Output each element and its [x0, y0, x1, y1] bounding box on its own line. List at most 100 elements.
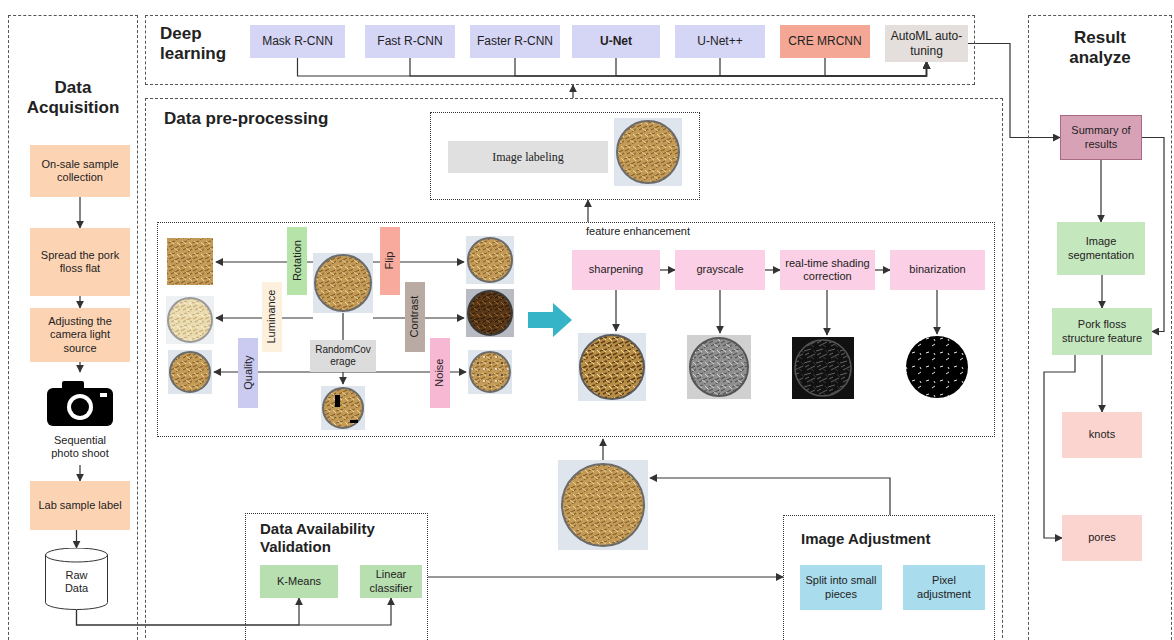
box-label: Mask R-CNN [262, 34, 333, 48]
pork-floss-photo [795, 340, 851, 396]
connector [77, 598, 392, 625]
box-label: Rotation [290, 241, 303, 282]
pork-floss-photo [335, 395, 340, 407]
augmentation-tag: RandomCoverage [310, 340, 376, 372]
cylinder-outline [46, 548, 108, 610]
heading-text: Data Acquisition [9, 78, 137, 119]
box-label: binarization [909, 263, 965, 276]
heading-text: Result analyze [1055, 28, 1145, 69]
process-box: Lab sample label [30, 481, 130, 530]
adjustment-group: Image AdjustmentSplit into small pieces P… [783, 515, 995, 640]
heading-text: Deep learning [160, 24, 240, 65]
box-label: Split into small pieces [804, 574, 878, 600]
stage-panel: Data pre-processingImage labelingfeature… [145, 98, 1003, 640]
connector [587, 200, 588, 222]
pork-floss-photo [466, 236, 514, 284]
result-box: Summary of results [1060, 115, 1142, 160]
flow-arrow [936, 290, 937, 334]
box-label: Summary of results [1065, 124, 1137, 150]
pork-floss-photo [614, 118, 682, 186]
heading-text: Image Adjustment [801, 530, 986, 548]
model-box: Faster R-CNN [470, 25, 560, 58]
box-label: Fast R-CNN [377, 34, 442, 48]
flow-arrow [650, 478, 890, 515]
model-box: U-Net++ [675, 25, 765, 58]
box-label: Quality [241, 356, 254, 390]
augmentation-group: feature enhancementRotation FlipLuminance… [157, 222, 995, 437]
heading-text: Data Availability Validation [260, 520, 415, 556]
result-box: knots [1062, 412, 1142, 458]
connector [1101, 355, 1102, 412]
result-box: pores [1062, 515, 1142, 561]
connector [79, 197, 80, 228]
box-label: Linear classifier [364, 568, 418, 594]
pork-floss-photo [323, 388, 363, 428]
connector [616, 58, 927, 76]
pork-floss-photo [470, 352, 510, 392]
pork-floss-photo [578, 333, 646, 401]
camera-step: Sequential photo shoot [30, 372, 130, 465]
augmentation-tag: Contrast [405, 282, 425, 352]
box-label: On-sale sample collection [34, 158, 126, 184]
box-label: real-time shading correction [784, 257, 871, 283]
camera-icon [47, 388, 113, 426]
box-label: Adjusting the camera light source [34, 315, 126, 355]
process-box: real-time shading correction [780, 250, 875, 290]
augmentation-tag: Luminance [262, 282, 282, 352]
connector [875, 269, 890, 270]
augmentation-tag: Quality [238, 338, 258, 408]
pork-floss-photo [690, 338, 748, 396]
process-box: Spread the pork floss flat [30, 228, 130, 296]
flow-arrow [615, 290, 616, 331]
pork-floss-photo [168, 350, 212, 394]
process-box: grayscale [675, 250, 765, 290]
box-label: Pixel adjustment [907, 574, 981, 600]
model-box: Fast R-CNN [365, 25, 455, 58]
labeling-group: Image labeling [430, 112, 700, 200]
box-label: K-Means [277, 575, 321, 588]
box-label: RandomCoverage [314, 344, 372, 368]
camera-icon [100, 393, 107, 397]
box-label: Faster R-CNN [477, 34, 553, 48]
heading-text: feature enhancement [586, 225, 726, 238]
pork-floss-photo [313, 253, 373, 313]
flow-arrow [602, 439, 603, 460]
box-label: Image segmentation [1061, 235, 1141, 261]
connector [410, 58, 927, 76]
pork-floss-photo [167, 238, 213, 285]
box-label: knots [1089, 428, 1115, 441]
model-box: U-Net [572, 25, 660, 58]
connector [1100, 160, 1101, 222]
method-box: Pixel adjustment [903, 565, 985, 610]
big-arrow [528, 303, 572, 337]
box-label: AutoML auto-tuning [889, 29, 964, 58]
augmentation-tag: Flip [380, 227, 400, 295]
box-label: Contrast [408, 296, 421, 338]
box-label: Luminance [265, 290, 278, 344]
connector [1101, 275, 1102, 308]
validation-group: Data Availability ValidationK-Means Linea… [245, 513, 428, 640]
connector [515, 58, 927, 76]
pork-floss-photo [562, 464, 644, 546]
box-label: Spread the pork floss flat [34, 249, 126, 275]
pork-floss-photo [166, 118, 968, 550]
pork-floss-photo [792, 337, 854, 399]
pork-floss-photo [468, 350, 512, 394]
box-label: Flip [383, 252, 396, 270]
camera-icon [71, 398, 89, 416]
heading-text: Image labeling [448, 141, 608, 173]
process-box: On-sale sample collection [30, 145, 130, 197]
connector [428, 576, 783, 577]
box-label: sharpening [589, 263, 643, 276]
box-label: Pork floss structure feature [1056, 318, 1148, 344]
pork-floss-photo [906, 336, 968, 398]
heading-text: Sequential photo shoot [40, 434, 120, 460]
box-label: U-Net++ [697, 34, 742, 48]
box-label: grayscale [696, 263, 743, 276]
pork-floss-photo [468, 238, 512, 282]
flow-arrow [826, 290, 827, 335]
flow-arrow [214, 262, 937, 515]
pork-floss-photo [166, 296, 214, 344]
